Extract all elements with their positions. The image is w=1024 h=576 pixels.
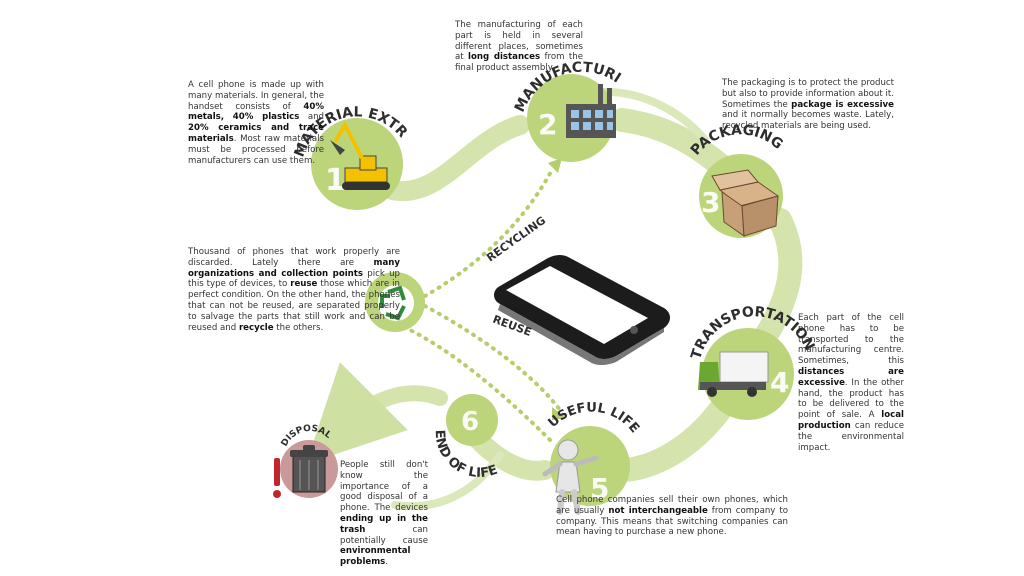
stage-6-number: 6 — [461, 407, 479, 437]
box-icon — [711, 169, 780, 238]
truck-icon — [698, 351, 769, 397]
stage-5-text: Cell phone companies sell their own phon… — [556, 495, 788, 538]
person-icon — [542, 439, 599, 515]
factory-icon — [566, 84, 616, 138]
disposal-circle — [273, 440, 338, 498]
stage-4-text: Each part of the cell phone has to be tr… — [798, 313, 904, 453]
stage-4-circle: 4 — [698, 328, 794, 420]
stage-3-circle: 3 — [699, 154, 783, 238]
stage-2-number: 2 — [538, 108, 557, 141]
stage-2-text: The manufacturing of each part is held i… — [455, 20, 584, 74]
smartphone-image — [494, 255, 670, 365]
stage-1-number: 1 — [325, 163, 346, 198]
stage-6-circle: 6 — [446, 394, 498, 446]
lifecycle-path — [306, 87, 803, 511]
recycle-icon — [380, 285, 406, 321]
stage-4-number: 4 — [770, 366, 789, 399]
stage-5-circle: 5 — [542, 426, 630, 515]
arrow-heads — [548, 158, 566, 420]
stage-1-circle: 1 — [311, 118, 403, 210]
stage-1-text: A cell phone is made up with many materi… — [188, 80, 324, 166]
excavator-icon — [330, 120, 390, 190]
return-arrow — [408, 328, 552, 442]
stage-3-number: 3 — [701, 186, 720, 219]
recycling-arrow — [423, 166, 555, 298]
recycling-arrows — [408, 166, 562, 442]
trash-can-icon — [290, 445, 328, 493]
stage-3-text: The packaging is to protect the product … — [722, 78, 894, 132]
disposal-text: People still don't know the importance o… — [340, 460, 428, 568]
stage-2-circle: 2 — [527, 74, 616, 162]
stage-5-number: 5 — [590, 472, 609, 505]
reuse-arrow — [423, 304, 562, 412]
alert-icon — [273, 458, 281, 498]
recycling-circle — [365, 272, 425, 332]
recycling-text: Thousand of phones that work properly ar… — [188, 247, 400, 333]
